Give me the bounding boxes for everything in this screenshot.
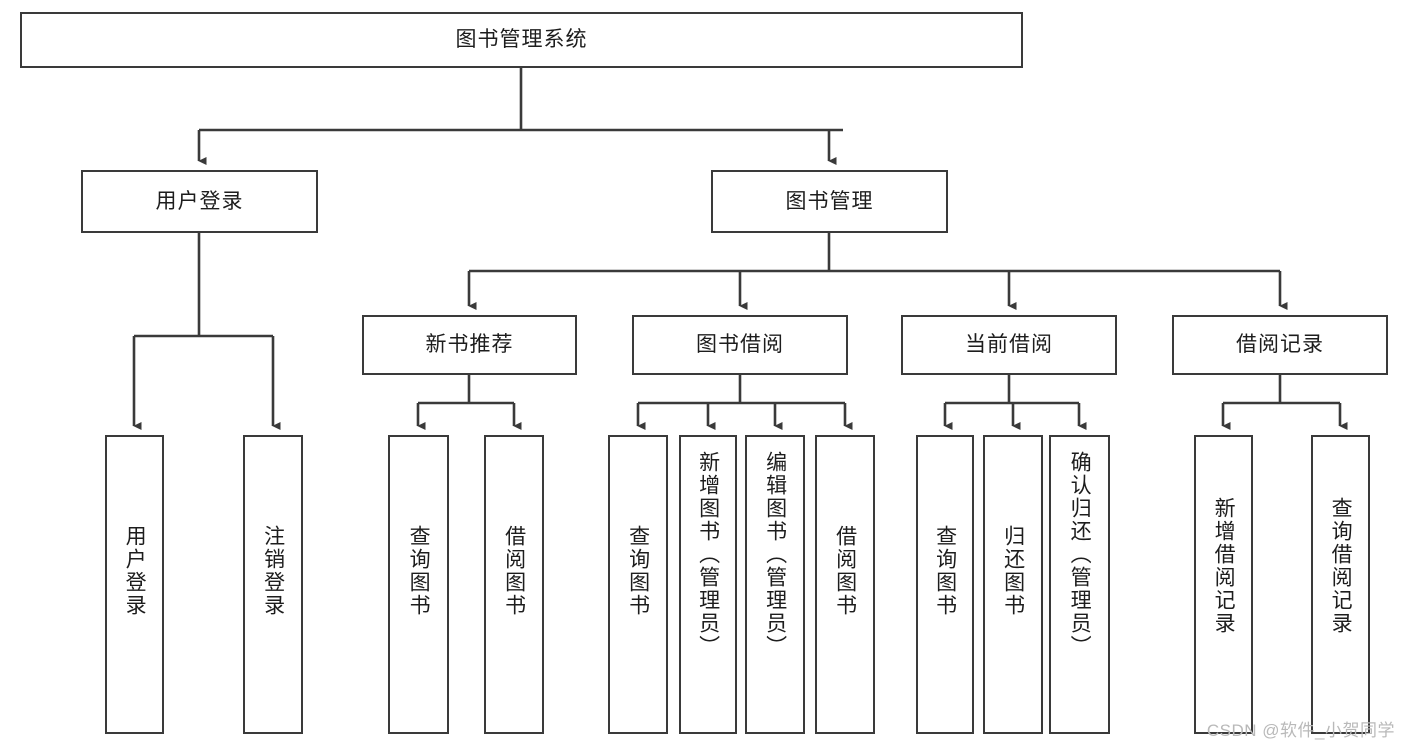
node-leaf-return-book-label: 归还图书 bbox=[1001, 525, 1025, 617]
node-leaf-edit-book-label: 编辑图书（管理员） bbox=[763, 451, 787, 658]
node-borrow-record[interactable]: 借阅记录 bbox=[1172, 315, 1388, 375]
node-leaf-borrow-book-2-label: 借阅图书 bbox=[833, 525, 857, 617]
node-new-book-rec[interactable]: 新书推荐 bbox=[362, 315, 577, 375]
node-new-book-rec-label: 新书推荐 bbox=[425, 333, 514, 357]
node-leaf-query-book-3[interactable]: 查询图书 bbox=[916, 435, 974, 734]
node-leaf-user-login-label: 用户登录 bbox=[123, 525, 147, 617]
node-book-borrow[interactable]: 图书借阅 bbox=[632, 315, 848, 375]
node-leaf-borrow-book-2[interactable]: 借阅图书 bbox=[815, 435, 875, 734]
node-leaf-confirm-return[interactable]: 确认归还（管理员） bbox=[1049, 435, 1110, 734]
node-root-label: 图书管理系统 bbox=[455, 28, 588, 52]
node-user-login-label: 用户登录 bbox=[155, 189, 244, 213]
node-book-manage-label: 图书管理 bbox=[785, 189, 874, 213]
edges-borrowrecord-to-leaves bbox=[1221, 375, 1348, 431]
node-leaf-logout[interactable]: 注销登录 bbox=[243, 435, 303, 734]
edges-newbook-to-leaves bbox=[416, 375, 522, 431]
node-leaf-add-book[interactable]: 新增图书（管理员） bbox=[679, 435, 737, 734]
node-current-borrow[interactable]: 当前借阅 bbox=[901, 315, 1117, 375]
node-leaf-query-book-2-label: 查询图书 bbox=[626, 525, 650, 617]
node-leaf-return-book[interactable]: 归还图书 bbox=[983, 435, 1043, 734]
node-leaf-query-book-1-label: 查询图书 bbox=[407, 525, 431, 617]
node-leaf-query-record[interactable]: 查询借阅记录 bbox=[1311, 435, 1370, 734]
node-leaf-confirm-return-label: 确认归还（管理员） bbox=[1068, 451, 1092, 658]
node-leaf-query-record-label: 查询借阅记录 bbox=[1329, 497, 1353, 635]
node-current-borrow-label: 当前借阅 bbox=[965, 333, 1053, 357]
node-leaf-edit-book[interactable]: 编辑图书（管理员） bbox=[745, 435, 805, 734]
edges-currentborrow-to-leaves bbox=[943, 375, 1087, 431]
node-leaf-query-book-3-label: 查询图书 bbox=[933, 525, 957, 617]
node-leaf-logout-label: 注销登录 bbox=[261, 525, 285, 617]
node-leaf-query-book-1[interactable]: 查询图书 bbox=[388, 435, 449, 734]
edges-bookborrow-to-leaves bbox=[636, 375, 853, 431]
node-leaf-borrow-book-1[interactable]: 借阅图书 bbox=[484, 435, 544, 734]
edges-root-to-level2 bbox=[197, 68, 843, 166]
node-leaf-user-login[interactable]: 用户登录 bbox=[105, 435, 164, 734]
csdn-watermark: CSDN @软件_小贺同学 bbox=[1206, 721, 1395, 740]
node-leaf-add-record[interactable]: 新增借阅记录 bbox=[1194, 435, 1253, 734]
node-leaf-add-record-label: 新增借阅记录 bbox=[1212, 497, 1236, 635]
node-book-borrow-label: 图书借阅 bbox=[696, 333, 784, 357]
node-leaf-borrow-book-1-label: 借阅图书 bbox=[502, 525, 526, 617]
node-leaf-add-book-label: 新增图书（管理员） bbox=[696, 451, 720, 658]
edges-bookmanage-to-level3 bbox=[467, 233, 1288, 311]
node-leaf-query-book-2[interactable]: 查询图书 bbox=[608, 435, 668, 734]
node-user-login[interactable]: 用户登录 bbox=[81, 170, 318, 233]
node-book-manage[interactable]: 图书管理 bbox=[711, 170, 948, 233]
edges-userlogin-to-leaves bbox=[132, 233, 281, 431]
node-root[interactable]: 图书管理系统 bbox=[20, 12, 1023, 68]
node-borrow-record-label: 借阅记录 bbox=[1236, 333, 1324, 357]
